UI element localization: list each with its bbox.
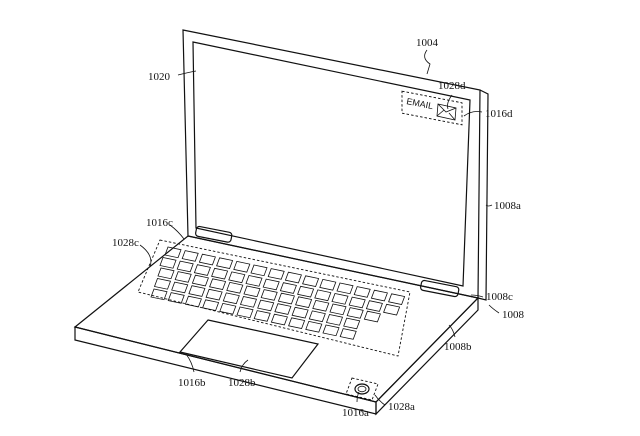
- keyboard-key: [329, 303, 347, 316]
- keyboard-key: [270, 313, 288, 326]
- keyboard-key: [243, 285, 261, 298]
- keyboard-key: [164, 246, 182, 259]
- label-1016d: 1016d: [485, 108, 513, 120]
- keyboard-key: [279, 282, 297, 294]
- power-button: [354, 383, 370, 395]
- label-1016b: 1016b: [178, 377, 206, 389]
- keyboard-key: [257, 299, 275, 312]
- label-1016a: 1016a: [342, 407, 369, 419]
- keyboard-key: [297, 285, 315, 298]
- keyboard-key: [336, 282, 354, 295]
- keyboard-key: [274, 303, 292, 315]
- base: [73, 235, 480, 416]
- keyboard-key: [288, 317, 306, 329]
- keyboard-key: [322, 324, 340, 337]
- keyboard-key: [308, 310, 326, 323]
- keyboard-key: [370, 289, 388, 302]
- keyboard-key: [305, 320, 323, 333]
- button-dashed-region: [345, 377, 379, 401]
- keyboard-key: [226, 281, 244, 294]
- keyboard-key: [383, 303, 401, 316]
- keyboard-key: [314, 289, 332, 302]
- keyboard-key: [346, 307, 364, 319]
- power-button-inner: [357, 385, 367, 393]
- keyboard-key: [363, 310, 381, 323]
- keyboard-key: [284, 271, 302, 284]
- reference-labels: 1004 1020 1028d 1016d 1008a 1016c 1028c …: [112, 37, 525, 419]
- keyboard-key: [353, 286, 371, 298]
- left-hinge: [195, 225, 233, 243]
- keyboard-key: [191, 274, 209, 287]
- keyboard-key: [171, 281, 189, 294]
- label-1028b: 1028b: [228, 377, 256, 389]
- keyboard-key: [260, 289, 278, 301]
- right-hinge: [420, 279, 460, 298]
- keyboard-key: [245, 275, 263, 287]
- keyboard-key: [198, 253, 216, 266]
- keyboard-key: [219, 302, 237, 315]
- label-1016c: 1016c: [146, 217, 173, 229]
- trackpad: [178, 319, 320, 379]
- keyboard-dashed-region: [137, 239, 411, 357]
- keyboard-key: [348, 296, 366, 309]
- keyboard-key: [250, 264, 268, 277]
- keyboard-key: [205, 288, 223, 301]
- leader-lines: [139, 49, 500, 406]
- keyboard-key: [253, 310, 271, 322]
- keyboard-key: [228, 271, 246, 284]
- display-screen: [192, 41, 471, 287]
- keyboard-key: [312, 299, 330, 312]
- keyboard-key: [233, 260, 251, 273]
- keyboard-key: [167, 292, 185, 304]
- keyboard-key: [319, 278, 337, 291]
- keyboard-key: [277, 292, 295, 305]
- keyboard-key: [239, 296, 258, 308]
- keyboard-key: [150, 288, 168, 301]
- keyboard-key: [236, 306, 254, 319]
- keyboard-key: [325, 314, 344, 326]
- label-1008: 1008: [502, 309, 525, 321]
- keyboard-key: [184, 295, 202, 308]
- keyboard-key: [339, 328, 357, 340]
- keyboard-key: [388, 293, 406, 305]
- label-1028a: 1028a: [388, 401, 415, 413]
- envelope-icon: [436, 103, 457, 121]
- keyboard: [150, 246, 406, 340]
- keyboard-key: [181, 250, 199, 262]
- keyboard-key: [188, 285, 206, 297]
- notification-dashed-region: [401, 90, 463, 126]
- label-1028d: 1028d: [438, 80, 466, 92]
- keyboard-key: [343, 317, 361, 330]
- label-1008c: 1008c: [486, 291, 513, 303]
- label-1020: 1020: [148, 71, 171, 83]
- keyboard-key: [174, 271, 192, 283]
- keyboard-key: [159, 257, 177, 269]
- base-side-edge: [375, 296, 479, 416]
- label-1004: 1004: [416, 37, 439, 49]
- keyboard-key: [222, 292, 240, 305]
- lid-edge: [477, 89, 489, 301]
- keyboard-key: [331, 293, 349, 305]
- keyboard-key: [157, 267, 175, 280]
- keyboard-key: [267, 268, 285, 280]
- label-1028c: 1028c: [112, 237, 139, 249]
- keyboard-key: [302, 275, 320, 287]
- keyboard-key: [216, 257, 234, 269]
- keyboard-key: [291, 306, 309, 319]
- keyboard-key: [202, 299, 220, 311]
- base-front-edge: [74, 326, 377, 415]
- label-1008a: 1008a: [494, 200, 521, 212]
- keyboard-key: [193, 264, 211, 276]
- keyboard-key: [365, 300, 383, 312]
- keyboard-key: [211, 267, 229, 280]
- keyboard-key: [176, 260, 194, 273]
- keyboard-key: [295, 296, 313, 308]
- email-notification-text: EMAIL: [406, 96, 434, 111]
- label-1008b: 1008b: [444, 341, 472, 353]
- keyboard-key: [262, 278, 280, 291]
- keyboard-key: [209, 278, 227, 290]
- keyboard-key: [153, 278, 172, 290]
